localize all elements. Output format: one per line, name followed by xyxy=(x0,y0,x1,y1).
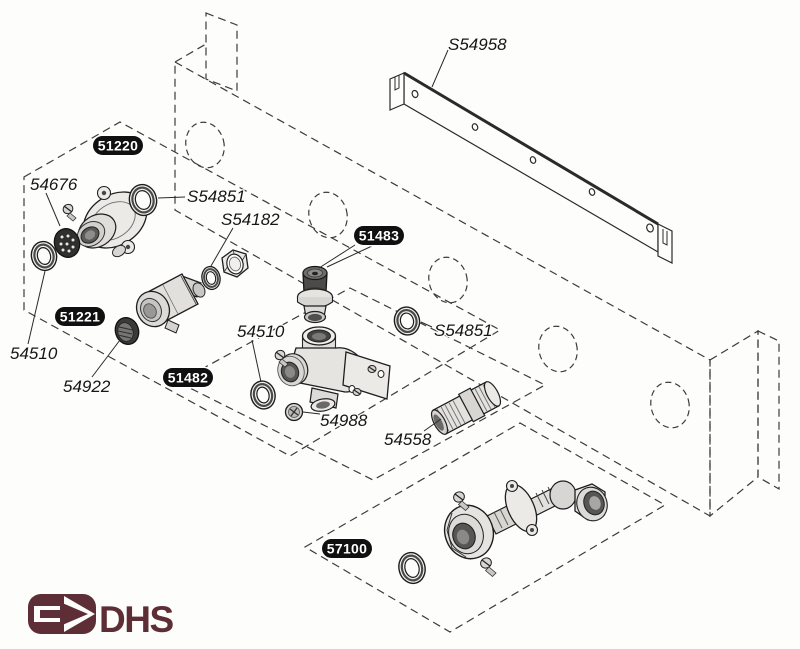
group-plane-51482 xyxy=(176,287,547,481)
oring-54510-mid xyxy=(250,380,276,410)
group-plane-57100 xyxy=(303,422,667,633)
label-s54958: S54958 xyxy=(448,35,507,54)
logo-text: DHS xyxy=(99,599,173,640)
screw-icon xyxy=(480,557,497,578)
label-54988: 54988 xyxy=(320,411,368,430)
part-57100-elbow xyxy=(443,479,608,560)
part-54988-screw xyxy=(284,402,304,422)
mounting-panel xyxy=(174,12,780,518)
badge-57100-label: 57100 xyxy=(327,541,367,557)
label-54558: 54558 xyxy=(384,430,432,449)
label-54510-left: 54510 xyxy=(10,344,58,363)
panel-right-flange xyxy=(709,329,759,518)
panel-hole xyxy=(428,256,468,304)
panel-hole xyxy=(650,381,690,429)
oring-s54851-left xyxy=(128,183,158,217)
badge-51483: 51483 xyxy=(352,224,406,247)
badge-51221: 51221 xyxy=(53,305,107,328)
label-s54851-top: S54851 xyxy=(187,187,246,206)
arrow-right-icon xyxy=(40,602,88,626)
label-54676: 54676 xyxy=(30,175,78,194)
oring-s54182 xyxy=(201,265,221,291)
dhs-logo: DHS xyxy=(28,594,175,640)
oring-54510-left xyxy=(30,240,58,272)
panel-hole xyxy=(308,191,348,239)
oring-s54851-right xyxy=(393,306,421,336)
part-54558-nipple xyxy=(430,381,502,435)
panel-hole xyxy=(185,121,225,169)
leader-lines xyxy=(27,49,449,432)
label-s54182: S54182 xyxy=(221,210,280,229)
panel-right-edge xyxy=(757,330,780,491)
badge-51221-label: 51221 xyxy=(60,309,100,325)
label-54510-mid: 54510 xyxy=(237,322,285,341)
label-54922: 54922 xyxy=(63,377,111,396)
group-plane-51220 xyxy=(23,121,502,457)
badge-51483-label: 51483 xyxy=(359,228,399,244)
panel-top-tab xyxy=(205,12,238,92)
part-51483-breaker xyxy=(296,265,334,324)
screw-icon xyxy=(62,203,77,222)
badge-57100: 57100 xyxy=(320,537,374,560)
label-s54851-right: S54851 xyxy=(434,321,493,340)
part-s54958-bracket xyxy=(389,71,673,264)
panel-fold-line xyxy=(174,43,207,63)
badge-51220-label: 51220 xyxy=(98,138,138,154)
oring-57100 xyxy=(398,551,426,585)
part-54922-screen xyxy=(114,317,140,345)
part-54676-strainer xyxy=(53,228,81,258)
panel-hole xyxy=(538,325,578,373)
badge-51482: 51482 xyxy=(161,366,215,389)
part-51221-coupling xyxy=(135,273,206,334)
part-hex-nut xyxy=(221,249,249,278)
screw-icon xyxy=(274,349,289,368)
screw-icon xyxy=(453,491,470,512)
badge-51220: 51220 xyxy=(91,134,145,157)
part-51482-valve xyxy=(277,326,391,412)
badge-51482-label: 51482 xyxy=(168,370,208,386)
